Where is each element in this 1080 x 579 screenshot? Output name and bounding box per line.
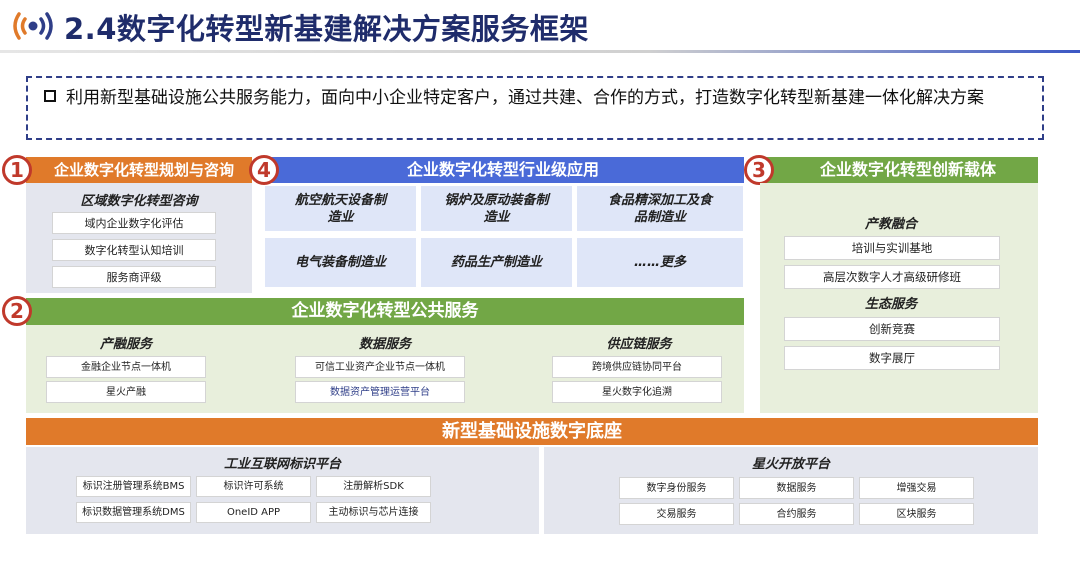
public-item: 星火产融 (46, 381, 206, 403)
innovation-item: 数字展厅 (784, 346, 1000, 370)
innovation-header: 企业数字化转型创新载体 (760, 157, 1038, 183)
industry-tile: 电气装备制造业 (265, 238, 416, 287)
base-right-item: 数字身份服务 (619, 477, 734, 499)
base-left-item: 标识数据管理系统DMS (76, 502, 191, 523)
base-left-item: 注册解析SDK (316, 476, 431, 497)
base-right-item: 增强交易 (859, 477, 974, 499)
public-title: 企业数字化转型公共服务 (291, 301, 479, 321)
base-right-item: 区块服务 (859, 503, 974, 525)
number-badge-2: 2 (2, 296, 32, 326)
number-badge-4: 4 (249, 155, 279, 185)
base-left-item: 主动标识与芯片连接 (316, 502, 431, 523)
public-item: 跨境供应链协同平台 (552, 356, 722, 378)
page-title: 2.4数字化转型新基建解决方案服务框架 (64, 12, 589, 46)
industry-tile: 航空航天设备制造业 (265, 186, 416, 231)
base-right-item: 交易服务 (619, 503, 734, 525)
title-divider (0, 50, 1080, 53)
planning-title: 企业数字化转型规划与咨询 (53, 161, 234, 179)
number-badge-3: 3 (744, 155, 774, 185)
base-right-title: 星火开放平台 (751, 457, 830, 472)
signal-broadcast-icon (10, 8, 56, 44)
planning-item: 服务商评级 (52, 266, 216, 288)
base-right-item: 合约服务 (739, 503, 854, 525)
public-group-title: 供应链服务 (606, 337, 672, 352)
public-header: 企业数字化转型公共服务 (26, 298, 744, 325)
industry-tile: ……更多 (577, 238, 743, 287)
innovation-title: 企业数字化转型创新载体 (819, 160, 996, 179)
innovation-item: 高层次数字人才高级研修班 (784, 265, 1000, 289)
industry-title: 企业数字化转型行业级应用 (406, 160, 599, 179)
industry-tile: 锅炉及原动装备制造业 (421, 186, 572, 231)
innovation-panel (760, 183, 1038, 413)
number-badge-1: 1 (2, 155, 32, 185)
innovation-group-title: 产教融合 (864, 217, 917, 232)
base-left-title: 工业互联网标识平台 (223, 457, 341, 472)
base-left-item: OneID APP (196, 502, 311, 523)
public-item: 数据资产管理运营平台 (295, 381, 465, 403)
planning-item: 数字化转型认知培训 (52, 239, 216, 261)
planning-item: 域内企业数字化评估 (52, 212, 216, 234)
base-header: 新型基础设施数字底座 (26, 418, 1038, 445)
intro-statement: 利用新型基础设施公共服务能力，面向中小企业特定客户，通过共建、合作的方式，打造数… (66, 88, 984, 108)
base-left-item: 标识注册管理系统BMS (76, 476, 191, 497)
base-title: 新型基础设施数字底座 (442, 421, 622, 442)
industry-header: 企业数字化转型行业级应用 (262, 157, 744, 183)
innovation-group-title: 生态服务 (864, 297, 917, 312)
public-item: 星火数字化追溯 (552, 381, 722, 403)
public-item: 金融企业节点一体机 (46, 356, 206, 378)
public-item: 可信工业资产企业节点一体机 (295, 356, 465, 378)
public-group-title: 产融服务 (99, 337, 152, 352)
innovation-item: 培训与实训基地 (784, 236, 1000, 260)
planning-subtitle: 区域数字化转型咨询 (80, 194, 198, 209)
base-right-item: 数据服务 (739, 477, 854, 499)
innovation-item: 创新竞赛 (784, 317, 1000, 341)
industry-tile: 药品生产制造业 (421, 238, 572, 287)
intro-box (26, 76, 1044, 140)
base-left-item: 标识许可系统 (196, 476, 311, 497)
industry-tile: 食品精深加工及食品制造业 (577, 186, 743, 231)
planning-header: 企业数字化转型规划与咨询 (26, 157, 252, 183)
bullet-square-icon (44, 90, 56, 102)
intro-text: 利用新型基础设施公共服务能力，面向中小企业特定客户，通过共建、合作的方式，打造数… (44, 86, 1040, 110)
public-group-title: 数据服务 (358, 337, 411, 352)
